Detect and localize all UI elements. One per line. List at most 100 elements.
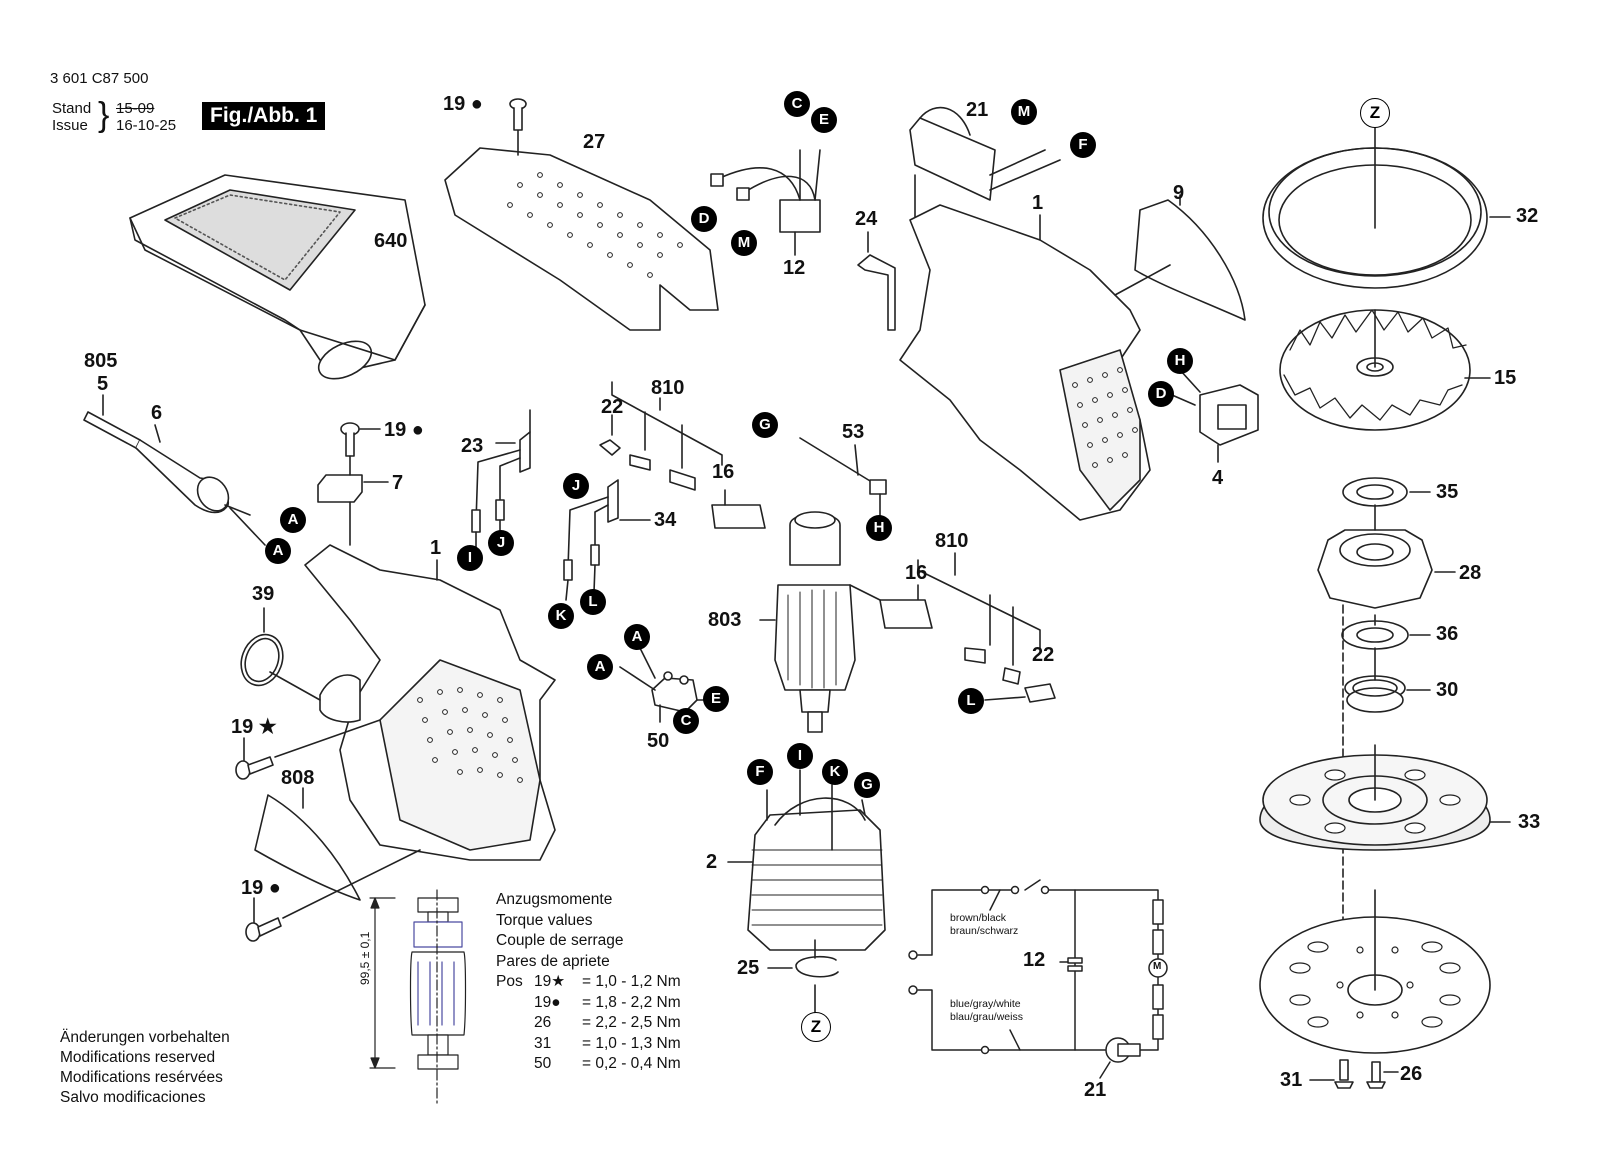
wire-label-top: brown/black braun/schwarz [950,912,1018,938]
notice-de: Änderungen vorbehalten [60,1029,230,1046]
housing-half-left-part-1 [304,544,556,861]
part-label-5: 5 [97,373,109,395]
dust-box-part-640 [129,174,426,380]
part-label-19-bottom: 19 ● [241,877,281,899]
connector-marker-f-field: F [747,759,773,785]
capacitor-part-12 [710,149,821,256]
part-label-16-bottom: 16 [905,562,928,584]
bearing-part-30 [1344,675,1431,713]
torque-title-en: Torque values [496,911,593,929]
part-label-810-bottom: 810 [935,530,969,552]
old-date: 15-09 [116,100,155,117]
torque-value: = 1,0 - 1,3 Nm [582,1034,681,1052]
bearing-housing-part-28 [1317,529,1456,609]
torque-pos: 50 [534,1055,552,1072]
torque-pos: 19★ [534,973,566,990]
figure-badge: Fig./Abb. 1 [202,102,326,130]
connector-marker-i-field: I [787,743,813,769]
connector-marker-c: C [784,91,810,117]
torque-value: = 1,8 - 2,2 Nm [582,993,681,1011]
armature-part-803 [759,511,856,733]
part-label-1-left: 1 [430,537,442,559]
part-label-22-bottom: 22 [1032,644,1055,666]
housing-half-right-part-1 [899,204,1151,521]
part-label-35: 35 [1436,481,1459,503]
connector-marker-h-switch: H [1167,348,1193,374]
connector-marker-i-lead: I [457,545,483,571]
part-label-28: 28 [1459,562,1482,584]
wire-label-bottom-de: blau/grau/weiss [950,1011,1023,1023]
part-label-2: 2 [706,851,718,873]
torque-title-de: Anzugsmomente [496,891,613,908]
screw-19-star [235,719,381,780]
issue-label: Issue [52,117,88,134]
part-label-803: 803 [708,609,742,631]
torque-row: 31 = 1,0 - 1,3 Nm [496,1034,681,1055]
connector-marker-j-clip: J [563,473,589,499]
torque-row: 50 = 0,2 - 0,4 Nm [496,1054,681,1075]
stand-label: Stand [52,100,92,117]
part-label-16-top: 16 [712,461,735,483]
screw-19-top [509,98,527,131]
reference-marker-z-top: Z [1360,98,1390,128]
wire-part-53 [799,437,887,519]
electronics-module-part-21 [909,106,1061,221]
brush-set-bracket-810-bottom [849,552,1056,703]
cable-clamp-part-7 [317,422,389,546]
switch-part-4 [1171,369,1259,463]
torque-pos-label: Pos [496,973,523,990]
cover-part-27 [444,109,719,331]
issue-date: 16-10-25 [116,117,177,134]
connector-marker-f-module: F [1070,132,1096,158]
sanding-sheet-part-9 [1114,194,1246,321]
connector-marker-c-block: C [673,708,699,734]
part-label-640: 640 [374,230,408,252]
modifications-notice: Änderungen vorbehalten Modifications res… [60,1028,230,1108]
part-label-36: 36 [1436,623,1459,645]
connector-marker-g-field: G [854,772,880,798]
torque-pos: 31 [534,1034,552,1052]
circlip-part-25 [767,939,839,1013]
part-label-32: 32 [1516,205,1539,227]
connector-marker-e: E [811,107,837,133]
power-cord-part-5 [83,394,266,546]
screw-19-bottom [245,849,421,942]
clip-part-24 [857,231,896,331]
reference-marker-z-bottom: Z [801,1012,831,1042]
armature-dimension-drawing [369,889,467,1106]
part-label-22-top: 22 [601,396,624,418]
seal-ring-part-32 [1262,127,1511,289]
screw-31 [1309,1059,1354,1089]
connector-marker-d: D [691,206,717,232]
connector-marker-a-block-2: A [587,654,613,680]
connector-marker-d-switch: D [1148,381,1174,407]
part-label-810-top: 810 [651,377,685,399]
part-label-4: 4 [1212,467,1224,489]
screw-26 [1366,1061,1399,1089]
torque-title-fr: Couple de serrage [496,932,624,949]
wire-label-bottom: blue/gray/white blau/grau/weiss [950,998,1023,1024]
torque-value: = 2,2 - 2,5 Nm [582,1014,681,1031]
part-label-33: 33 [1518,811,1541,833]
part-label-15: 15 [1494,367,1517,389]
issue-dates: 15-09 16-10-25 [116,100,176,134]
torque-value: = 0,2 - 0,4 Nm [582,1055,681,1072]
connector-marker-j-lead: J [488,530,514,556]
connector-marker-g-wire: G [752,412,778,438]
part-label-34: 34 [654,509,677,531]
part-label-9: 9 [1173,182,1185,204]
torque-values-table: Anzugsmomente Torque values Couple de se… [496,890,681,1075]
part-label-26: 26 [1400,1063,1423,1085]
document-number: 3 601 C87 500 [50,70,149,87]
part-label-21-top: 21 [966,99,989,121]
connector-marker-a-cord-2: A [265,538,291,564]
washer-part-35 [1342,477,1431,507]
notice-en: Modifications reserved [60,1049,216,1066]
wire-label-top-de: braun/schwarz [950,925,1019,937]
notice-fr: Modifications resérvées [60,1069,223,1086]
lead-part-34 [563,479,651,601]
part-label-19-star: 19 ★ [231,716,277,738]
part-label-805: 805 [84,350,118,372]
connector-marker-a-block-1: A [624,624,650,650]
part-label-27: 27 [583,131,606,153]
